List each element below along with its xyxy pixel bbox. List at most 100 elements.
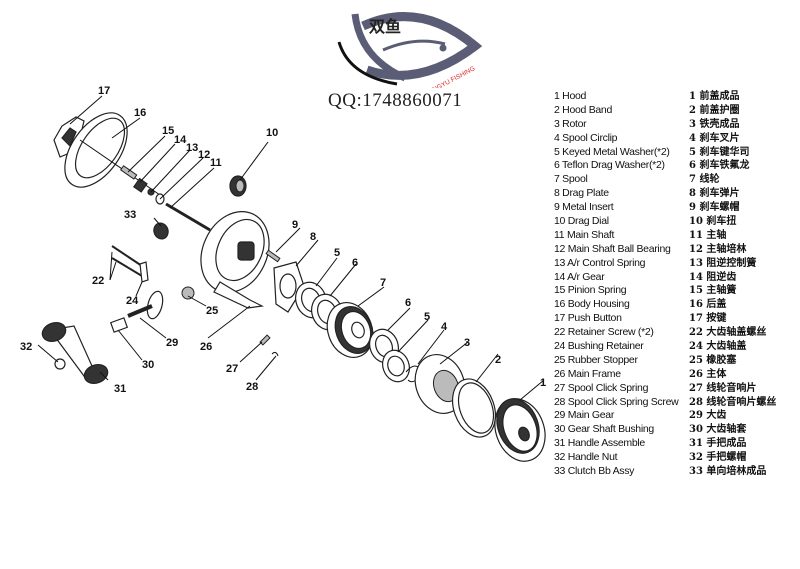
leader-lines [37, 95, 545, 401]
part-name: 线轮 [699, 174, 720, 186]
part-name: 按键 [706, 313, 727, 325]
parts-list-en-row: 25 Rubber Stopper [554, 354, 678, 368]
parts-list-en-row: 33 Clutch Bb Assy [554, 465, 678, 479]
part-name: Body Housing [567, 298, 630, 311]
callout-5a: 5 [334, 247, 340, 259]
callout-6a: 6 [352, 257, 358, 269]
parts-list-cn-row: 12 主轴培林 [689, 243, 776, 257]
part-14-ar-gear [133, 177, 148, 193]
parts-list-cn-row: 13 阻逆控制簧 [689, 257, 776, 271]
part-number: 17 [689, 313, 703, 325]
parts-list-en-row: 31 Handle Assemble [554, 437, 678, 451]
part-29-main-gear [127, 290, 164, 320]
parts-list-en-row: 17 Push Button [554, 312, 678, 326]
part-name: Drag Dial [567, 215, 609, 228]
part-name: 主轴培林 [706, 243, 747, 255]
parts-list-en-row: 13 A/r Control Spring [554, 257, 678, 271]
parts-list-cn-row: 27 线轮音响片 [689, 382, 776, 396]
part-number: 30 [689, 424, 703, 436]
brand-logo: 双鱼 SHUANGYU FISHING [337, 12, 483, 88]
part-number: 17 [554, 312, 566, 325]
part-25-rubber-stopper [181, 286, 195, 300]
part-number: 5 [689, 146, 696, 158]
part-name: 主轴 [706, 229, 727, 241]
part-number: 22 [554, 326, 566, 339]
callout-28: 28 [246, 381, 258, 393]
part-name: 主体 [706, 368, 727, 380]
part-number: 4 [689, 132, 696, 144]
callout-6b: 6 [405, 297, 411, 309]
part-number: 27 [689, 382, 703, 394]
part-name: 后盖 [706, 299, 727, 311]
callout-13: 13 [186, 142, 198, 154]
part-name: 线轮音响片 [706, 382, 757, 394]
logo-fin [382, 39, 446, 52]
part-name: 橡胶塞 [706, 354, 737, 366]
parts-list-cn-row: 24 大齿轴盖 [689, 340, 776, 354]
callout-2: 2 [495, 354, 501, 366]
part-name: 大齿轴盖螺丝 [706, 327, 767, 339]
callout-4: 4 [441, 321, 448, 333]
parts-list-en-row: 22 Retainer Screw (*2) [554, 326, 678, 340]
parts-list-en-row: 12 Main Shaft Ball Bearing [554, 243, 678, 257]
parts-list-en-row: 5 Keyed Metal Washer(*2) [554, 146, 678, 160]
part-number: 4 [554, 131, 560, 144]
parts-list-en-row: 32 Handle Nut [554, 451, 678, 465]
part-number: 11 [554, 228, 565, 241]
part-name: Rotor [562, 117, 587, 130]
part-name: Spool Click Spring [567, 381, 649, 394]
part-name: 大齿轴盖 [706, 341, 747, 353]
part-number: 9 [554, 201, 560, 214]
part-name: Drag Plate [562, 187, 609, 200]
parts-list-en-row: 3 Rotor [554, 118, 678, 132]
part-number: 31 [689, 438, 703, 450]
part-number: 12 [554, 242, 566, 255]
parts-list-cn-row: 6 刹车铁氟龙 [689, 159, 776, 173]
part-1-hood [494, 398, 546, 462]
part-name: 手把成品 [706, 438, 747, 450]
part-7-spool [326, 302, 374, 358]
part-16-body-housing [64, 112, 128, 188]
parts-list-cn-row: 2 前盖护圈 [689, 104, 776, 118]
part-name: Hood [562, 90, 587, 102]
part-name: Handle Assemble [567, 437, 646, 450]
part-11-main-shaft [165, 202, 211, 232]
logo-black-arc [337, 41, 398, 86]
part-name: 线轮音响片螺丝 [706, 396, 777, 408]
part-name: Keyed Metal Washer(*2) [562, 145, 670, 158]
parts-list-en-row: 11 Main Shaft [554, 229, 678, 243]
part-name: Handle Nut [567, 451, 618, 464]
callout-8: 8 [310, 231, 316, 243]
part-name: Clutch Bb Assy [567, 465, 635, 478]
callout-29: 29 [166, 337, 178, 349]
part-10-drag-dial [229, 175, 247, 197]
part-number: 2 [554, 103, 560, 116]
callout-15: 15 [162, 125, 174, 137]
part-number: 24 [554, 340, 566, 353]
part-name: 主轴簧 [706, 285, 737, 297]
part-name: 刹车键华司 [699, 146, 750, 158]
callout-14: 14 [174, 134, 187, 146]
part-2-hood-band [451, 378, 497, 438]
part-name: Retainer Screw (*2) [567, 326, 654, 339]
parts-list-cn-row: 10 刹车扭 [689, 215, 776, 229]
parts-list-en-row: 9 Metal Insert [554, 201, 678, 215]
callout-7: 7 [380, 277, 386, 289]
part-number: 26 [689, 368, 703, 380]
part-number: 8 [554, 187, 560, 200]
part-24-bushing-retainer [139, 261, 149, 283]
parts-list-cn-row: 22 大齿轴盖螺丝 [689, 326, 776, 340]
part-number: 25 [554, 353, 566, 366]
part-name: 刹车弹片 [699, 188, 740, 200]
parts-list-cn-row: 17 按键 [689, 312, 776, 326]
part-number: 30 [554, 423, 566, 436]
part-27-spool-click-spring [259, 334, 271, 346]
parts-list-en-row: 24 Bushing Retainer [554, 340, 678, 354]
part-number: 13 [554, 256, 566, 269]
part-name: Bushing Retainer [567, 340, 644, 353]
callout-27: 27 [226, 363, 238, 375]
part-name: Main Gear [567, 409, 615, 422]
part-name: Teflon Drag Washer(*2) [561, 159, 665, 172]
parts-list-cn-row: 30 大齿轴套 [689, 423, 776, 437]
part-name: 阻逆齿 [706, 271, 737, 283]
